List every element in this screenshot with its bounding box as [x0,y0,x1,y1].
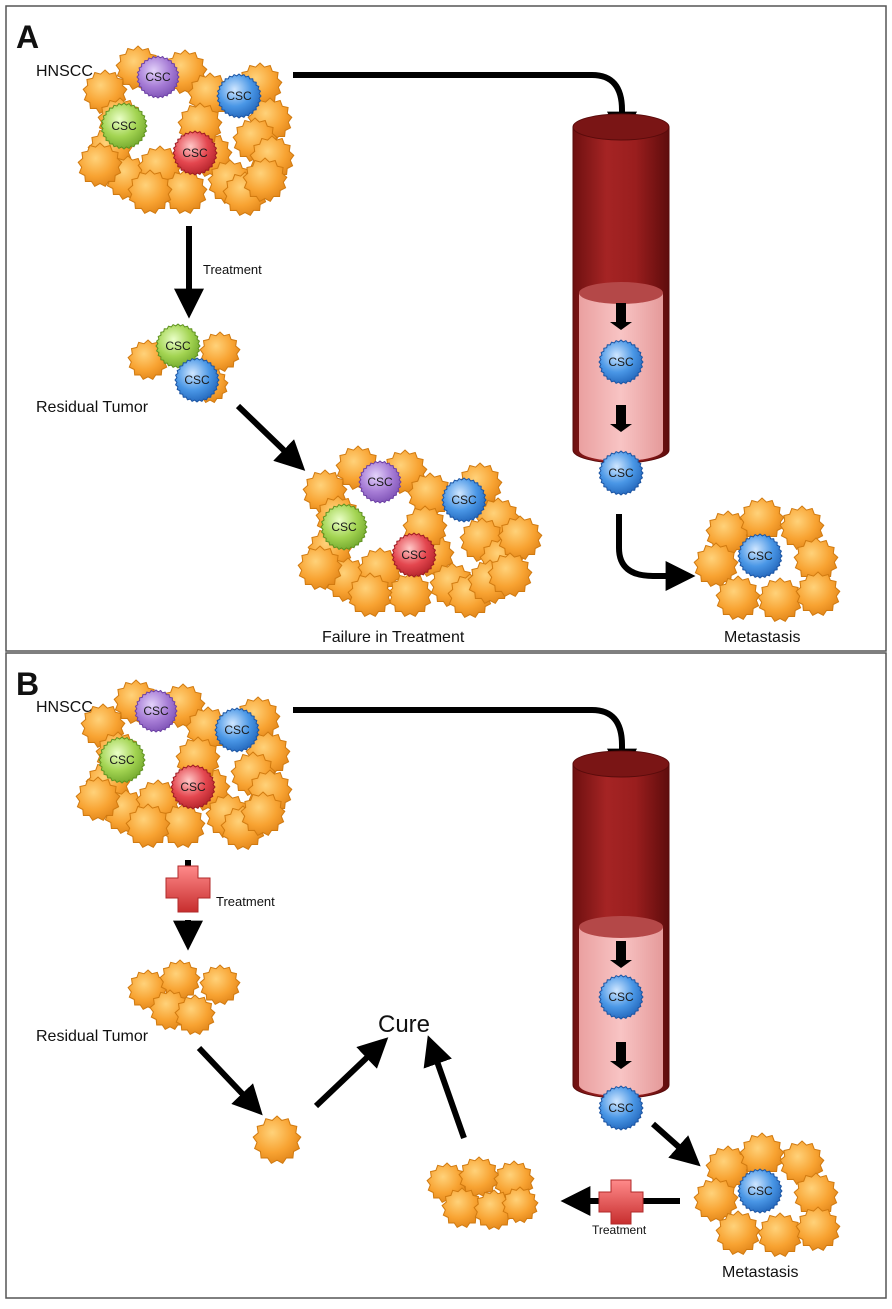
panel-a-metastasis-5-tumor-cell [715,575,761,621]
panel-a-metastasis-arrow [616,514,696,591]
panel-b-hnscc-19-tumor-cell [75,776,121,822]
panel-a-residual-4-csc-cell-blue: CSC [174,357,220,403]
panel-b-circulating-2-csc-cell-blue: CSC [598,1085,644,1131]
panel-a-failure-22-csc-label: CSC [367,475,393,489]
panel-a-failure-23-csc-cell-blue: CSC [441,477,487,523]
panel-a-hnscc-20-csc-label: CSC [145,70,171,84]
panel-a-metastasis-7-tumor-cell [795,571,841,617]
panel-a-hnscc-14-tumor-cell [127,169,173,215]
panel-a-failure-19-tumor-cell [297,545,343,591]
panel-b-circulating-1-csc-label: CSC [608,990,634,1004]
panel-a-residual-3-csc-label: CSC [165,339,191,353]
panel-a-circulating-2-csc-cell-blue: CSC [598,450,644,496]
panel-a-residual-1-tumor-cell [199,331,241,373]
panel-a-failure-24-csc-label: CSC [331,520,357,534]
panel-a-failure-25-csc-label: CSC [401,548,427,562]
panel-a-hnscc-22-csc-cell-green: CSC [100,102,148,150]
panel-b-metastasis-5-tumor-cell [715,1210,761,1256]
panel-b-hnscc-16-tumor-cell [240,791,286,837]
panel-a-letter: A [16,19,39,55]
panel-a-failure-13-tumor-cell [387,572,433,618]
panel-b-hnscc-21-csc-cell-blue: CSC [214,707,260,753]
panel-a-hnscc-23-csc-cell-red: CSC [172,130,218,176]
panel-a-hnscc-19-tumor-cell [77,142,123,188]
panel-a-vessel-down-arrow-2 [610,405,632,432]
panel-a-metastasis-label: Metastasis [724,629,800,646]
panel-a-residual-4-csc-label: CSC [184,373,210,387]
panel-b-metastasis-treatment-cross-icon [598,1179,644,1225]
panel-b-metastasis-treatment-label: Treatment [592,1223,647,1237]
panel-b-metastasis-3-tumor-cell [693,1177,739,1223]
panel-a-hnscc-21-csc-label: CSC [226,89,252,103]
panel-a-failure-24-csc-cell-green: CSC [320,503,368,551]
panel-a-hnscc-23-csc-label: CSC [182,146,208,160]
panel-b-hnscc-22-csc-cell-green: CSC [98,736,146,784]
panel-a-metastasis-3-tumor-cell [693,542,739,588]
panel-a-failure-25-csc-cell-red: CSC [391,532,437,578]
panel-b-arrow-to-cure-right [423,1035,467,1139]
panel-a-vessel-down-arrow-1 [610,303,632,330]
panel-b-hnscc-22-csc-label: CSC [109,753,135,767]
panel-b-arrow-to-metastasis [651,1121,701,1167]
panel-a-hnscc-20-csc-cell-purple: CSC [136,55,180,99]
panel-a-failure-14-tumor-cell [347,572,393,618]
panel-b-residual-4-tumor-cell [174,994,216,1036]
panel-a-hnscc-label: HNSCC [36,63,93,80]
panel-a-arrow-to-vessel [293,72,637,142]
panel-b-single-tumor-cell [252,1115,302,1164]
panel-b-letter: B [16,666,39,702]
panel-b-residual-label: Residual Tumor [36,1028,149,1045]
panel-b-treatment-label: Treatment [216,894,275,909]
panel-a-residual-label: Residual Tumor [36,399,149,416]
panel-a-failure-21-tumor-cell [487,552,533,598]
panel-b-treated-metastasis-5-tumor-cell [501,1186,539,1224]
panel-a-circulating-2-csc-label: CSC [608,466,634,480]
panel-b-hnscc-21-csc-label: CSC [224,723,250,737]
panel-b-metastasis-8-csc-cell-blue: CSC [737,1168,783,1214]
panel-a-metastasis-8-csc-cell-blue: CSC [737,533,783,579]
panel-b-metastasis-7-tumor-cell [795,1206,841,1252]
panel-a-hnscc-16-tumor-cell [242,157,288,203]
panel-b-metastasis-8-csc-label: CSC [747,1184,773,1198]
panel-a-metastasis-8-csc-label: CSC [747,549,773,563]
panel-b-blood-vessel [572,750,670,1099]
panel-a-hnscc-21-csc-cell-blue: CSC [216,73,262,119]
panel-a-failure-label: Failure in Treatment [322,629,465,646]
panel-a-circulating-1-csc-cell-blue: CSC [598,339,644,385]
panel-b-arrow-to-vessel [293,707,637,779]
panel-b-vessel-down-arrow-2 [610,1042,632,1069]
panel-b-vessel-down-arrow-1 [610,941,632,968]
panel-a-failure-22-csc-cell-purple: CSC [358,460,402,504]
panel-b-metastasis-label: Metastasis [722,1264,798,1281]
panel-b-hnscc-23-csc-label: CSC [180,780,206,794]
panel-b-cure-label: Cure [378,1011,430,1038]
panel-a-failure-23-csc-label: CSC [451,493,477,507]
panel-b-hnscc-14-tumor-cell [125,803,171,849]
panel-b-circulating-1-csc-cell-blue: CSC [598,974,644,1020]
panel-b-hnscc-20-csc-label: CSC [143,704,169,718]
panel-b-treated-metastasis-1-tumor-cell [458,1156,500,1198]
panel-a-hnscc-22-csc-label: CSC [111,119,137,133]
panel-b-hnscc-23-csc-cell-red: CSC [170,764,216,810]
panel-a-circulating-1-csc-label: CSC [608,355,634,369]
panel-b-circulating-2-csc-label: CSC [608,1101,634,1115]
panel-b-residual-2-tumor-cell [199,964,241,1006]
panel-b-hnscc-20-csc-cell-purple: CSC [134,689,178,733]
panel-b-arrow-to-cure-left [313,1037,389,1109]
panel-b-arrow-to-single-cell [196,1045,263,1116]
panel-b-treatment-cross-icon [165,865,211,913]
panel-a-residual-3-csc-cell-green: CSC [155,323,201,369]
panel-a-regrowth-arrow [235,403,306,471]
panel-a-treatment-label: Treatment [203,262,262,277]
panel-b-hnscc-label: HNSCC [36,699,93,716]
